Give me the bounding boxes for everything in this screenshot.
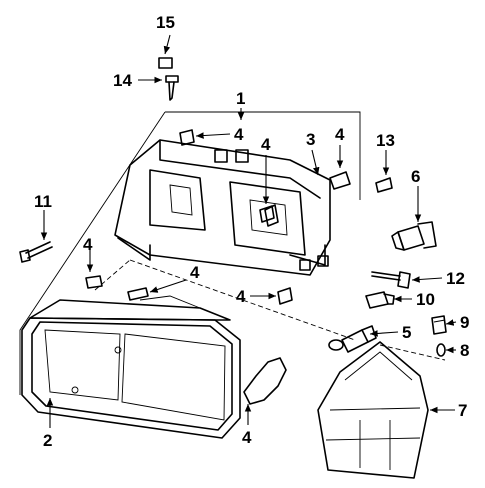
screw-11: [19, 241, 53, 263]
callout-4c: 4: [335, 125, 345, 144]
headlamp-housing: [114, 139, 331, 276]
socket: [431, 315, 447, 335]
callout-3: 3: [306, 130, 315, 149]
callout-7: 7: [458, 401, 467, 420]
adjusting-screw: [371, 271, 411, 289]
callout-14: 14: [113, 71, 132, 90]
parking-lamp: [317, 341, 429, 479]
fasteners: [85, 129, 351, 405]
bulb: [328, 325, 377, 353]
wire-connector: [365, 291, 395, 309]
leader-lines: [40, 34, 457, 428]
callout-6: 6: [411, 167, 420, 186]
assembly-outline: [19, 111, 446, 395]
small-bulb: [436, 343, 446, 357]
callout-5: 5: [402, 323, 411, 342]
callout-13: 13: [376, 131, 395, 150]
callout-1: 1: [236, 89, 245, 108]
headlamp-lens: [21, 295, 241, 439]
screw-14: [165, 75, 179, 101]
callout-4b: 4: [261, 135, 271, 154]
callout-4e: 4: [190, 263, 200, 282]
callout-4d: 4: [83, 235, 93, 254]
callout-12: 12: [446, 269, 465, 288]
callout-15: 15: [156, 13, 175, 32]
callout-11: 11: [34, 192, 52, 211]
callout-8: 8: [460, 341, 469, 360]
nut-15: [158, 57, 173, 69]
headlamp-bulb: [391, 221, 437, 251]
callout-labels: 1 15 14 4 4 3 4 13 6 11 4 4 4 12 10 9 5 …: [34, 13, 469, 450]
callout-10: 10: [416, 290, 435, 309]
callout-4g: 4: [242, 428, 252, 447]
callout-2: 2: [43, 431, 52, 450]
callout-4a: 4: [234, 125, 244, 144]
callout-9: 9: [460, 313, 469, 332]
callout-4f: 4: [236, 287, 246, 306]
screw-13: [375, 177, 393, 193]
